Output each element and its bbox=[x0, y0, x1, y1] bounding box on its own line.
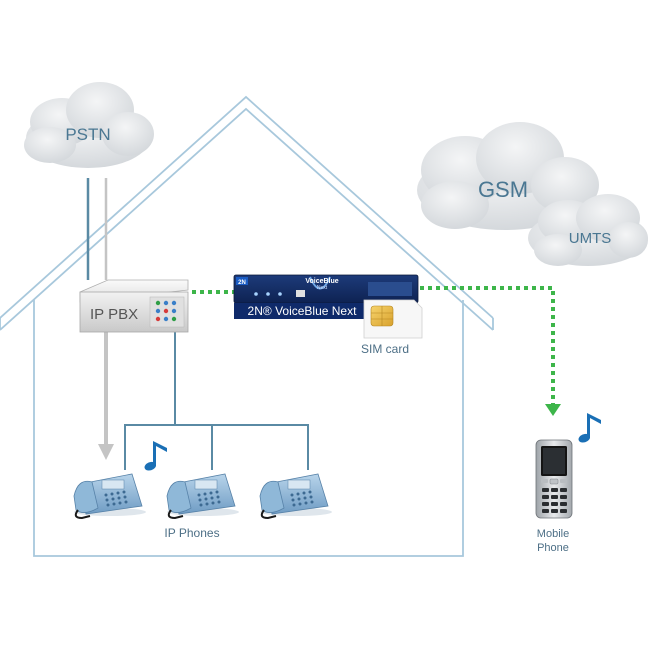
sim-card-icon bbox=[363, 299, 423, 339]
gateway-label: 2N® VoiceBlue Next bbox=[248, 304, 358, 318]
mobile-phone-icon bbox=[535, 439, 573, 519]
pstn-cloud: PSTN bbox=[24, 82, 154, 168]
cloud-icon bbox=[528, 194, 648, 266]
music-note-icon bbox=[578, 413, 601, 443]
pbx-phone-wiring bbox=[124, 332, 309, 470]
sim-label: SIM card bbox=[361, 342, 409, 356]
gateway-brand-2: Next bbox=[317, 285, 328, 291]
ip-phones-label: IP Phones bbox=[164, 526, 219, 540]
umts-cloud: UMTS bbox=[528, 194, 648, 266]
ip-phone-icon bbox=[73, 473, 146, 520]
gsm-label: GSM bbox=[478, 177, 528, 202]
mobile-label-1: Mobile bbox=[537, 528, 569, 540]
mobile-phone: Mobile Phone bbox=[535, 439, 573, 554]
ip-phones: IP Phones bbox=[73, 473, 332, 540]
ip-pbx: IP PBX bbox=[79, 279, 189, 333]
gateway-brand-1: VoiceBlue bbox=[305, 278, 338, 285]
cloud-icon bbox=[24, 82, 154, 168]
music-note-icon bbox=[144, 441, 167, 471]
sim-card: SIM card bbox=[361, 299, 423, 356]
gateway-mobile-link bbox=[420, 286, 561, 416]
umts-label: UMTS bbox=[569, 230, 612, 247]
gateway-logo: 2N bbox=[238, 280, 246, 286]
ip-phone-icon bbox=[259, 473, 332, 520]
pbx-label: IP PBX bbox=[90, 306, 138, 323]
gray-arrow bbox=[98, 332, 114, 460]
pbx-icon bbox=[79, 279, 189, 333]
ip-phone-icon bbox=[166, 473, 239, 520]
pstn-lines bbox=[86, 178, 108, 280]
house-outline bbox=[0, 95, 494, 557]
gateway-icon: 2N VoiceBlue Next bbox=[233, 274, 419, 304]
mobile-label-2: Phone bbox=[537, 542, 569, 554]
pstn-label: PSTN bbox=[65, 125, 110, 144]
voiceblue-gateway: 2N VoiceBlue Next 2N® VoiceBlue Next bbox=[233, 274, 419, 319]
